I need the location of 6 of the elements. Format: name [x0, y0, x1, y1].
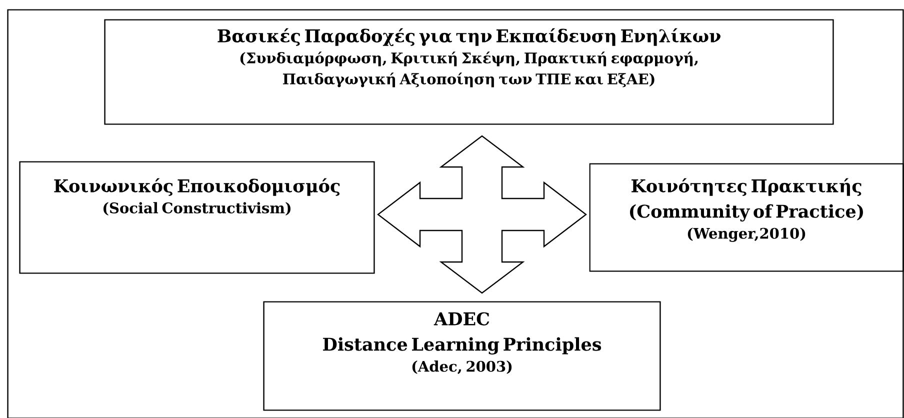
theory-box: Κοινότητες Πρακτικής (Community of Practice) (Wenger,2010)	[589, 163, 904, 272]
theory-box: Κοινωνικός Εποικοδομισμός (Social Constructivism)	[19, 161, 375, 274]
principles-box: Βασικές Παραδοχές για την Εκπαίδευση Ενηλίκων (Συνδιαμόρφωση, Κριτική Σκέψη, Πρακτική εφαρμογή, Παιδαγωγική Αξιοποίηση των ΤΠΕ και ΕξΑΕ)	[104, 19, 834, 125]
four-way-arrow	[377, 135, 587, 294]
principles-box: ADEC Distance Learning Principles (Adec, 2003)	[263, 301, 661, 411]
diagram-frame	[7, 9, 904, 418]
